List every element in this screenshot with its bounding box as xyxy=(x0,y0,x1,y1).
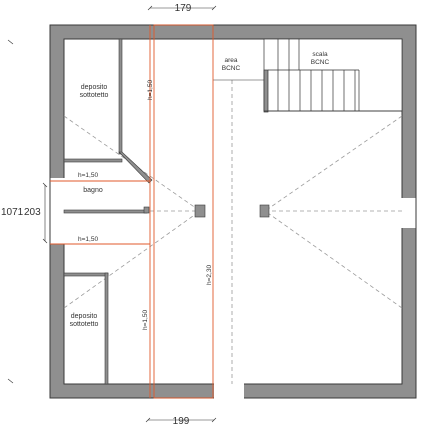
dimension-bottom xyxy=(145,417,217,423)
window-right xyxy=(401,198,417,228)
height-label-h150-horizontal-bottom: h=1,50 xyxy=(78,236,98,243)
bagno-walls xyxy=(63,206,150,214)
area-bcnc-label-2: BCNC xyxy=(222,65,241,72)
section-lines xyxy=(50,24,214,399)
height-label-h150-vertical-top: h=1,50 xyxy=(147,80,154,100)
staircase xyxy=(263,38,403,113)
deposito-bottom-walls xyxy=(63,272,109,385)
dimension-left xyxy=(7,39,48,384)
post-right xyxy=(259,204,270,218)
dim-left-inner-label: 203 xyxy=(24,207,41,218)
height-label-h150-horizontal-top: h=1,50 xyxy=(78,172,98,179)
window-bottom xyxy=(214,383,244,399)
area-bcnc-label-1: area xyxy=(224,57,237,64)
bagno-label: bagno xyxy=(83,187,103,194)
deposito-top-walls xyxy=(63,38,153,184)
window-left xyxy=(49,178,65,244)
deposito-top-label-1: deposito xyxy=(81,84,108,91)
roof-hip-lines xyxy=(63,80,403,384)
dimension-top xyxy=(147,5,217,11)
height-label-h150-vertical-bottom: h=1,50 xyxy=(142,310,149,330)
scala-bcnc-label-2: BCNC xyxy=(311,59,330,66)
deposito-bottom-label-2: sottotetto xyxy=(70,321,99,328)
post-left xyxy=(194,204,206,218)
dim-bottom-label: 199 xyxy=(173,416,190,427)
height-label-h230: h=2,30 xyxy=(206,265,213,285)
scala-bcnc-label-1: scala xyxy=(312,51,328,58)
deposito-bottom-label-1: deposito xyxy=(71,313,98,320)
dim-left-outer-label: 1071 xyxy=(1,207,24,218)
deposito-top-label-2: sottotetto xyxy=(80,92,109,99)
dim-top-label: 179 xyxy=(175,3,192,14)
